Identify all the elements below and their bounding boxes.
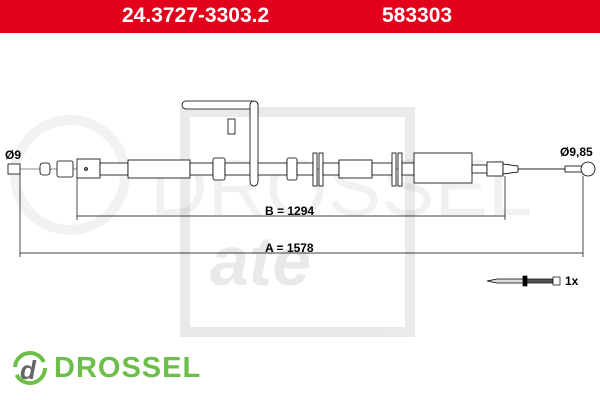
left-diameter-label: Ø9 (5, 148, 22, 162)
dimension-lines (19, 174, 584, 257)
dimension-b-label: B = 1294 (265, 204, 315, 218)
accessory-cable-tie (486, 275, 561, 287)
svg-text:ate: ate (210, 222, 311, 300)
drossel-logo-text: DROSSEL (54, 351, 202, 384)
accessory-quantity: 1x (565, 274, 579, 288)
svg-text:DROSSEL: DROSSEL (150, 143, 532, 232)
drossel-logo: d DROSSEL (12, 350, 201, 386)
dimension-a-label: A = 1578 (265, 241, 314, 255)
part-number: 24.3727-3303.2 (122, 4, 270, 27)
drossel-d-icon: d (13, 351, 47, 385)
reference-number: 583303 (382, 4, 453, 27)
brake-cable (7, 100, 596, 187)
ate-watermark: ate (180, 107, 415, 337)
svg-text:d: d (20, 355, 37, 385)
right-diameter-label: Ø9,85 (560, 145, 593, 159)
header-bar: 24.3727-3303.2 583303 (0, 0, 600, 33)
